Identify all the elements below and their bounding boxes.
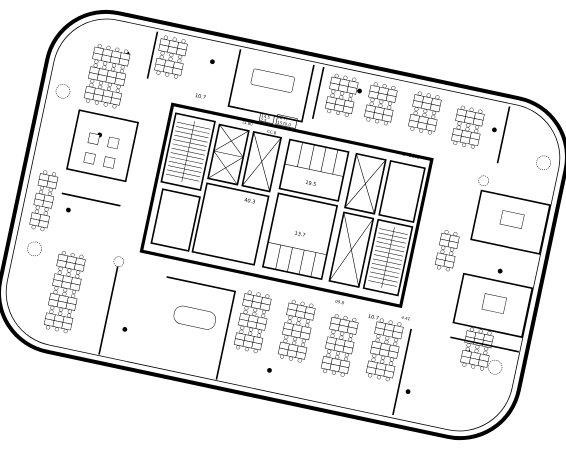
core-center-area-b-label: 13.7 [294,231,306,239]
workstation-cluster [451,105,485,149]
tag-d: CC.8 [267,129,278,136]
tag-b-line1: NP?? [278,115,288,122]
room-labels: 40.3 19.5 13.7 1439.6 10.7 10.7 [194,93,420,322]
wc-cubicles [284,142,344,177]
workstation-cluster [434,230,460,272]
workstation-cluster [324,73,359,117]
tag-c: (1.80 [242,119,254,126]
tag-a-line2: 2.5 [260,117,268,123]
tag-e: 09.8 [335,299,345,306]
workstation-cluster [43,251,86,334]
workstation-cluster [320,314,359,377]
building-core [139,102,434,309]
tag-f: 4.41 [401,315,411,322]
core-center-area-a-label: 19.5 [305,180,317,188]
workstation-cluster [154,35,188,79]
tag-a-line1: 14.5 [261,113,271,120]
bottom-right-room-area-label: 10.7 [367,314,379,322]
meeting-tables [83,68,525,330]
workstation-cluster [408,91,442,135]
annotation-tags: 14.5 2.5 NP?? 1570.0 (1.80 CC.8 09.8 4.4… [242,112,411,322]
workstation-cluster [29,170,59,232]
wc-cubicles-lower [268,241,327,277]
workstation-cluster [364,82,398,126]
workstation-cluster [365,318,404,382]
top-left-room-area-label: 10.7 [194,93,206,101]
workstation-cluster [277,299,316,363]
workstation-cluster [460,327,494,371]
tag-b-line2: 1570.0 [277,120,292,128]
core-right-area-label: 1439.6 [402,151,420,161]
stair-right [368,227,408,288]
planters [27,84,551,375]
workstation-clusters [29,35,494,382]
workstation-cluster [233,290,272,354]
inner-facade [5,18,561,432]
stair-left [165,121,211,183]
workstation-cluster [83,43,131,109]
core-left-area-label: 40.3 [244,197,256,205]
